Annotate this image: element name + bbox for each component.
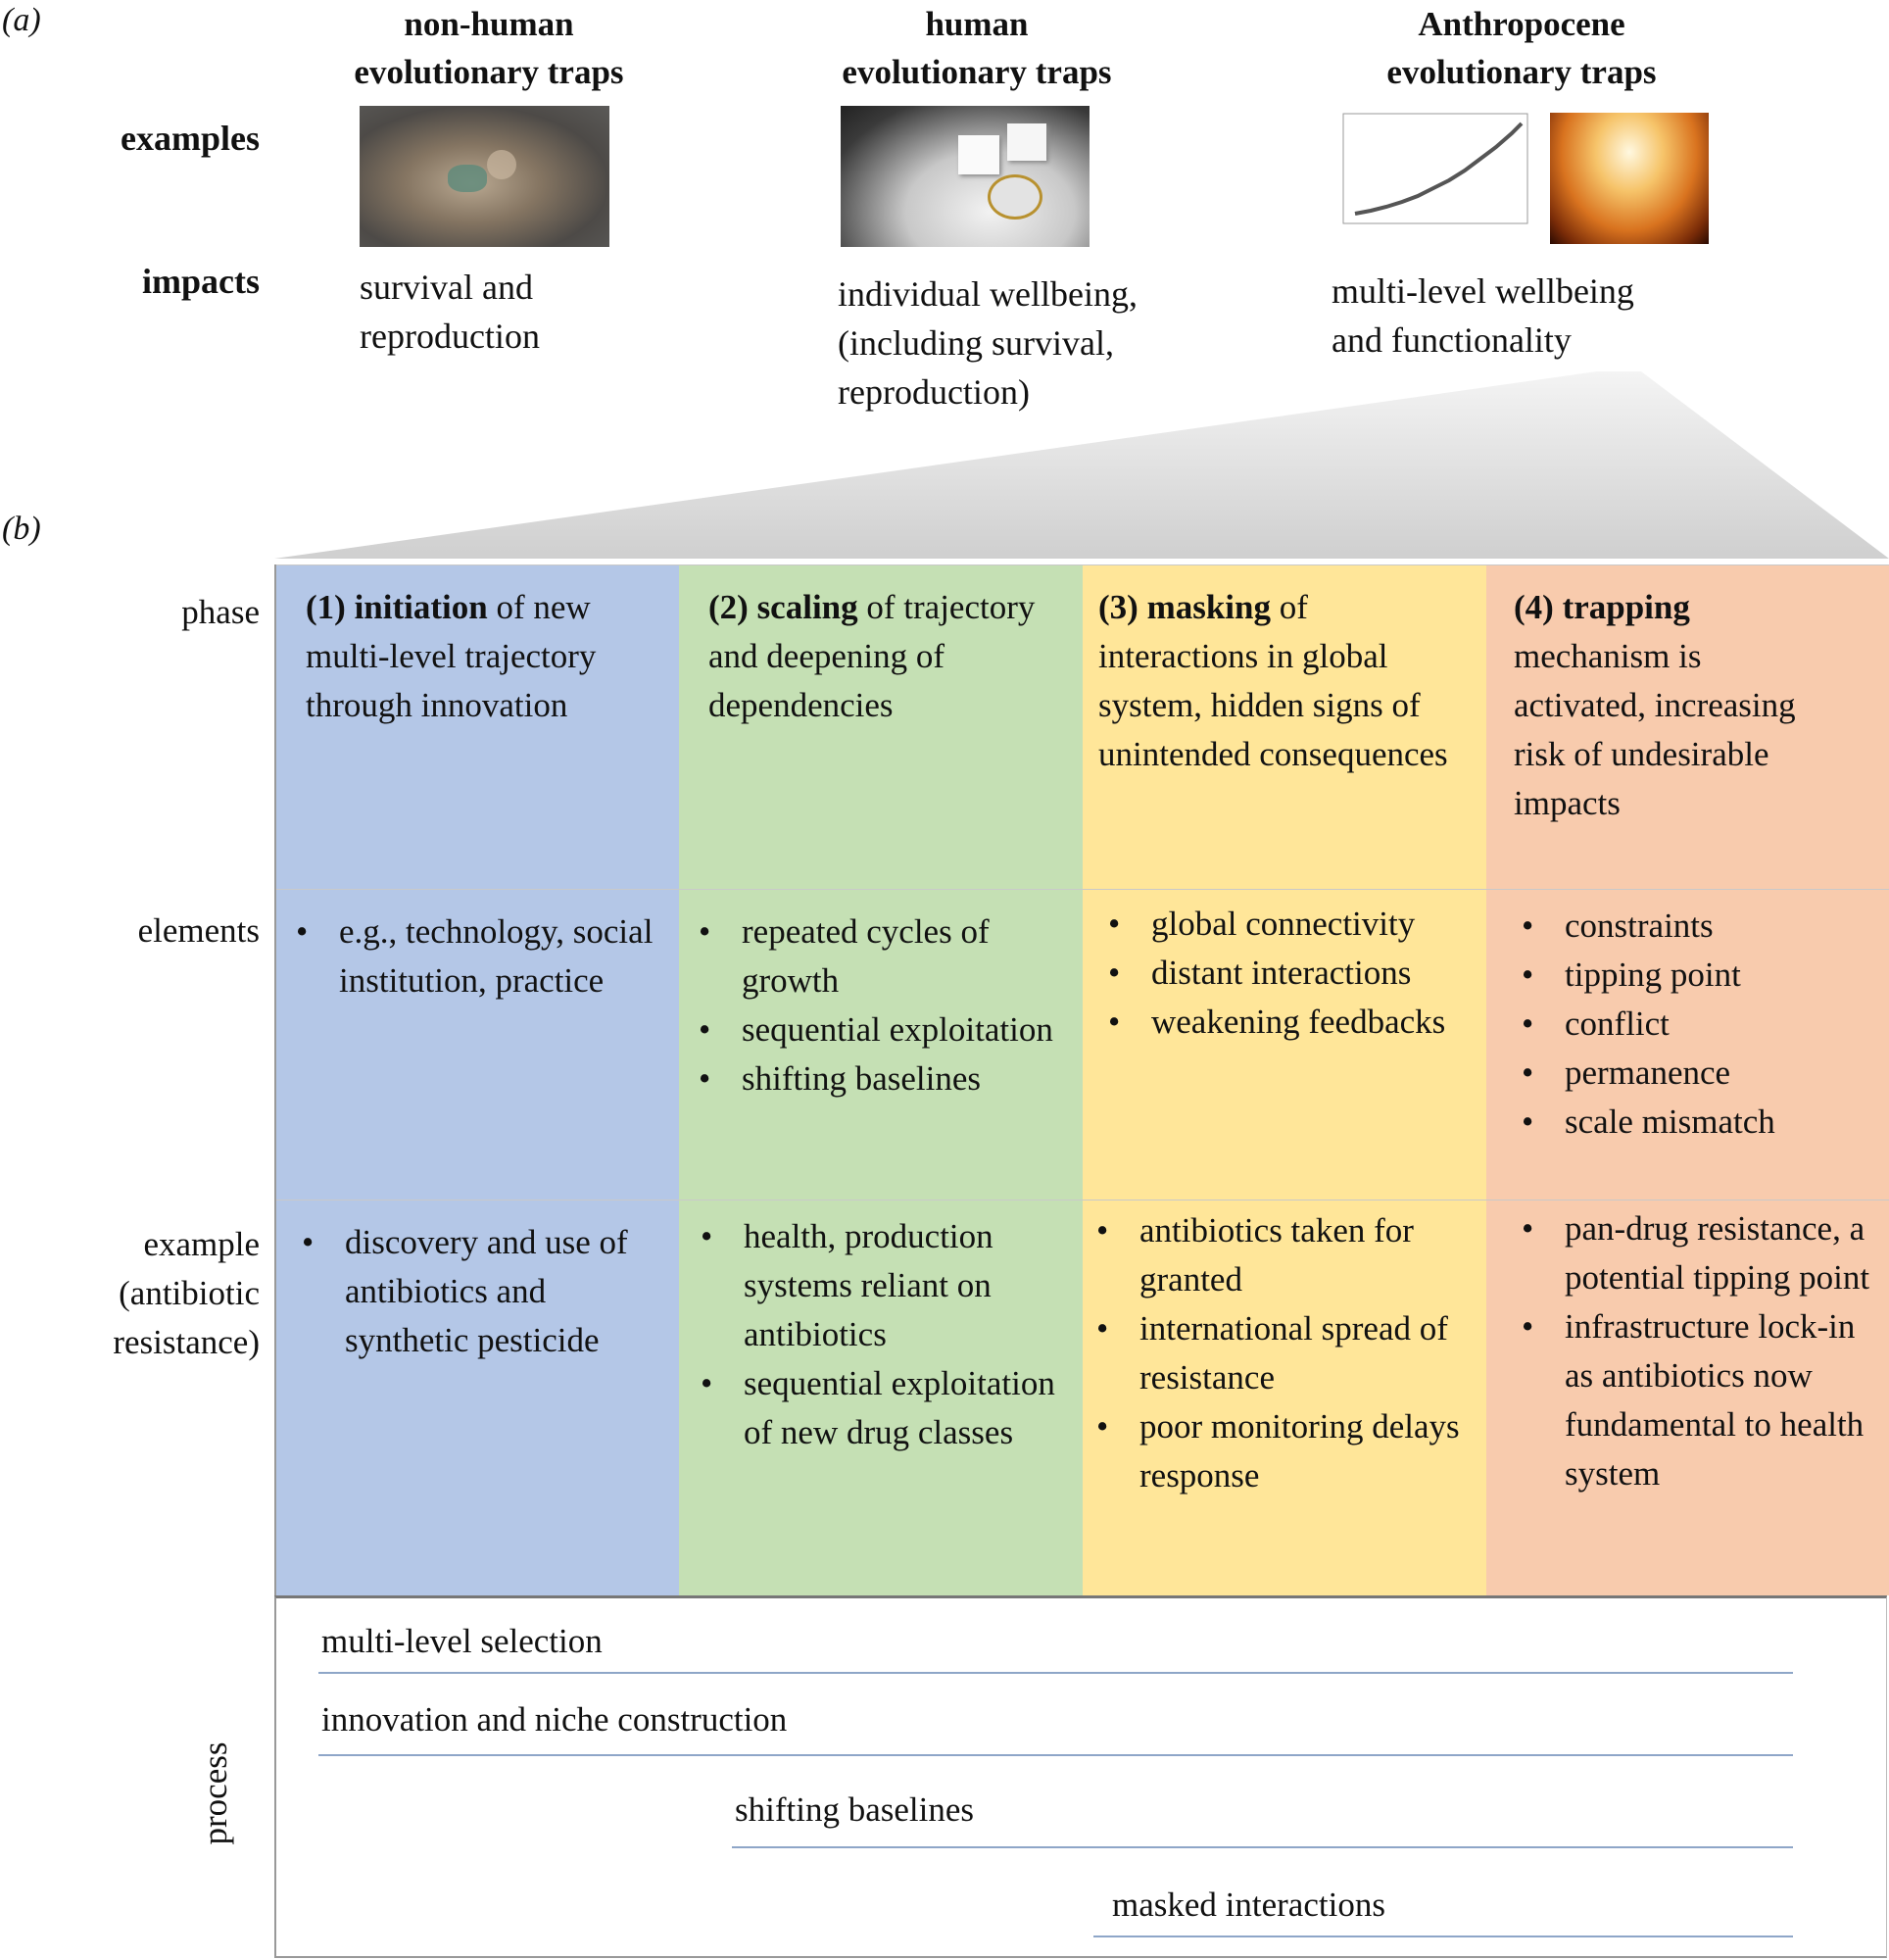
- bullet-list: global connectivitydistant interactionsw…: [1108, 900, 1473, 1047]
- bullet-item: scale mismatch: [1522, 1098, 1877, 1147]
- impact-line: survival and: [360, 268, 533, 307]
- impact-line: and functionality: [1332, 320, 1572, 360]
- bullet-item: international spread of resistance: [1096, 1304, 1473, 1402]
- bullet-list: health, production systems reliant on an…: [701, 1212, 1069, 1457]
- panel-b-label: (b): [2, 511, 41, 547]
- co2-concentration-chart-image: [1322, 110, 1530, 244]
- panel-a-label: (a): [2, 2, 41, 38]
- column-header-non-human: non-human evolutionary traps: [234, 0, 744, 96]
- phase-number: (2): [708, 588, 749, 626]
- co2-curve-graphic: [1342, 113, 1528, 224]
- example-cell-2: health, production systems reliant on an…: [679, 1200, 1083, 1595]
- phase-keyword: trapping: [1562, 588, 1690, 626]
- process-box: [274, 1595, 1887, 1958]
- impact-line: reproduction): [838, 372, 1030, 412]
- process-innovation-niche-construction: innovation and niche construction: [321, 1700, 788, 1739]
- impact-human: individual wellbeing, (including surviva…: [838, 270, 1138, 416]
- impact-line: (including survival,: [838, 323, 1114, 363]
- bullet-list: e.g., technology, social institution, pr…: [296, 907, 665, 1005]
- phase-keyword: masking: [1146, 588, 1271, 626]
- bullet-list: antibiotics taken for grantedinternation…: [1096, 1206, 1473, 1500]
- process-label: process: [196, 1741, 234, 1845]
- column-header-human: human evolutionary traps: [722, 0, 1232, 96]
- phase-keyword: initiation: [354, 588, 488, 626]
- example-cell-3: antibiotics taken for grantedinternation…: [1083, 1200, 1486, 1595]
- row-label-example: example (antibiotic resistance): [0, 1220, 260, 1367]
- row-label-line: (antibiotic: [119, 1274, 260, 1312]
- phase-number: (1): [306, 588, 346, 626]
- row-label-examples: examples: [121, 119, 260, 158]
- bullet-list: repeated cycles of growthsequential expl…: [699, 907, 1069, 1103]
- header-line: non-human: [404, 5, 574, 43]
- impact-non-human: survival and reproduction: [360, 263, 540, 361]
- bullet-item: conflict: [1522, 1000, 1877, 1049]
- header-line: evolutionary traps: [1386, 53, 1657, 91]
- example-cell-1: discovery and use of antibiotics and syn…: [276, 1200, 679, 1595]
- bullet-item: antibiotics taken for granted: [1096, 1206, 1473, 1304]
- bullet-item: health, production systems reliant on an…: [701, 1212, 1069, 1359]
- bullet-item: poor monitoring delays response: [1096, 1402, 1473, 1500]
- impact-line: individual wellbeing,: [838, 274, 1138, 314]
- phase-cell-1: (1) initiation of new multi-level trajec…: [276, 564, 679, 889]
- header-line: Anthropocene: [1418, 5, 1625, 43]
- phase-description: mechanism is activated, increasing risk …: [1514, 637, 1796, 822]
- bullet-list: constraintstipping pointconflictpermanen…: [1522, 902, 1877, 1147]
- phase-number: (4): [1514, 588, 1554, 626]
- phase-description: of interactions in global system, hidden…: [1098, 588, 1448, 773]
- impact-line: reproduction: [360, 317, 540, 356]
- row-label-line: resistance): [113, 1323, 260, 1361]
- bullet-item: infrastructure lock-in as antibiotics no…: [1522, 1302, 1881, 1498]
- process-line: [732, 1846, 1793, 1848]
- phase-keyword: scaling: [756, 588, 858, 626]
- elements-cell-4: constraintstipping pointconflictpermanen…: [1486, 889, 1889, 1200]
- bullet-item: repeated cycles of growth: [699, 907, 1069, 1005]
- bullet-item: sequential exploitation of new drug clas…: [701, 1359, 1069, 1457]
- bullet-item: discovery and use of antibiotics and syn…: [302, 1218, 665, 1365]
- bullet-item: sequential exploitation: [699, 1005, 1069, 1054]
- process-masked-interactions: masked interactions: [1112, 1886, 1385, 1924]
- sugar-image: [841, 106, 1090, 247]
- bullet-list: discovery and use of antibiotics and syn…: [302, 1218, 665, 1365]
- header-line: evolutionary traps: [842, 53, 1112, 91]
- phase-number: (3): [1098, 588, 1138, 626]
- row-label-phase: phase: [181, 593, 260, 631]
- row-label-elements: elements: [137, 911, 260, 950]
- phase-cell-3: (3) masking of interactions in global sy…: [1083, 564, 1486, 889]
- row-label-line: example: [143, 1225, 260, 1263]
- phase-cell-2: (2) scaling of trajectory and deepening …: [679, 564, 1083, 889]
- bullet-item: weakening feedbacks: [1108, 998, 1473, 1047]
- bullet-item: pan-drug resistance, a potential tipping…: [1522, 1204, 1881, 1302]
- process-line: [1093, 1936, 1793, 1937]
- header-line: human: [925, 5, 1029, 43]
- row-label-impacts: impacts: [142, 262, 260, 301]
- impact-anthropocene: multi-level wellbeing and functionality: [1332, 267, 1634, 365]
- bullet-item: tipping point: [1522, 951, 1877, 1000]
- bullet-item: permanence: [1522, 1049, 1877, 1098]
- phase-table: (1) initiation of new multi-level trajec…: [274, 564, 1889, 1595]
- bullet-item: e.g., technology, social institution, pr…: [296, 907, 665, 1005]
- elements-cell-1: e.g., technology, social institution, pr…: [276, 889, 679, 1200]
- bullet-item: global connectivity: [1108, 900, 1473, 949]
- elements-cell-2: repeated cycles of growthsequential expl…: [679, 889, 1083, 1200]
- phase-description: of trajectory and deepening of dependenc…: [708, 588, 1036, 724]
- bullet-list: pan-drug resistance, a potential tipping…: [1522, 1204, 1881, 1498]
- impact-line: multi-level wellbeing: [1332, 271, 1634, 311]
- bullet-item: shifting baselines: [699, 1054, 1069, 1103]
- process-shifting-baselines: shifting baselines: [735, 1790, 974, 1829]
- process-line: [318, 1672, 1793, 1674]
- header-line: evolutionary traps: [354, 53, 624, 91]
- phase-description: of new multi-level trajectory through in…: [306, 588, 597, 724]
- nuclear-explosion-image: [1550, 113, 1709, 244]
- zoom-connector-shape: [274, 371, 1889, 559]
- column-header-anthropocene: Anthropocene evolutionary traps: [1267, 0, 1776, 96]
- example-cell-4: pan-drug resistance, a potential tipping…: [1486, 1200, 1889, 1595]
- albatross-plastic-image: [360, 106, 609, 247]
- phase-cell-4: (4) trapping mechanism is activated, inc…: [1486, 564, 1889, 889]
- process-multi-level-selection: multi-level selection: [321, 1622, 603, 1660]
- bullet-item: constraints: [1522, 902, 1877, 951]
- elements-cell-3: global connectivitydistant interactionsw…: [1083, 889, 1486, 1200]
- bullet-item: distant interactions: [1108, 949, 1473, 998]
- process-line: [318, 1754, 1793, 1756]
